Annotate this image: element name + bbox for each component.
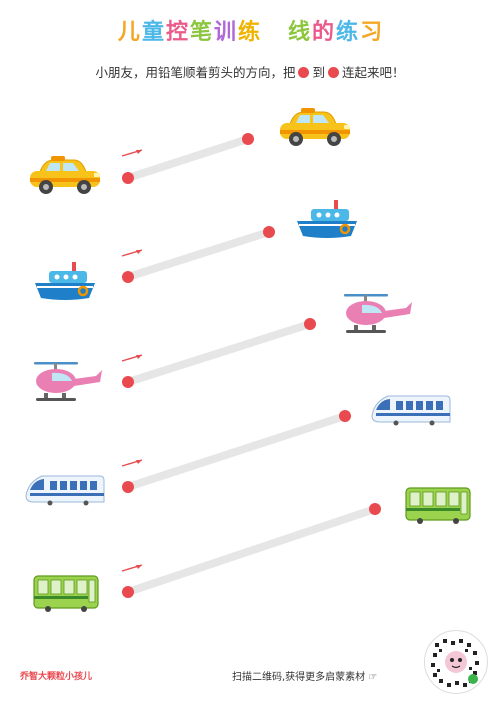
tracing-path[interactable] bbox=[124, 412, 349, 491]
end-dot[interactable] bbox=[242, 133, 254, 145]
taxi-left-icon bbox=[29, 155, 101, 195]
helicopter-left-icon bbox=[34, 362, 102, 401]
title-char: 童 bbox=[141, 20, 164, 45]
direction-arrow-icon bbox=[121, 564, 143, 572]
end-dot[interactable] bbox=[369, 503, 381, 515]
direction-arrow-icon bbox=[121, 249, 143, 257]
title-char: 训 bbox=[213, 20, 236, 45]
instruction-text: 小朋友，用铅笔顺着剪头的方向，把 到 连起来吧！ bbox=[0, 62, 500, 81]
end-dot[interactable] bbox=[263, 226, 275, 238]
start-dot[interactable] bbox=[122, 172, 134, 184]
end-dot[interactable] bbox=[304, 318, 316, 330]
train-right-icon bbox=[371, 395, 451, 426]
row-helicopter bbox=[34, 294, 412, 401]
helicopter-right-icon bbox=[344, 294, 412, 333]
qr-caption: 扫描二维码,获得更多启蒙素材 ☞ bbox=[232, 668, 377, 683]
tracing-path[interactable] bbox=[124, 135, 252, 182]
start-dot[interactable] bbox=[122, 481, 134, 493]
title-char: 儿 bbox=[117, 20, 140, 45]
qr-pattern bbox=[431, 639, 479, 687]
boat-left-icon bbox=[33, 260, 97, 302]
title-char: 线 bbox=[288, 20, 311, 45]
row-taxi bbox=[29, 107, 351, 195]
direction-arrow-icon bbox=[121, 459, 143, 467]
bus-right-icon bbox=[405, 487, 471, 525]
row-boat bbox=[33, 198, 359, 302]
title-char: 习 bbox=[360, 20, 383, 45]
tracing-path[interactable] bbox=[124, 505, 379, 596]
title-char: 笔 bbox=[189, 20, 212, 45]
bus-left-icon bbox=[33, 575, 99, 613]
pointing-hand-icon: ☞ bbox=[368, 672, 378, 683]
brand-footer: 乔智大颗粒小孩儿 bbox=[20, 669, 92, 682]
instruction-part3: 连起来吧！ bbox=[342, 65, 405, 80]
red-dot-icon bbox=[328, 67, 339, 78]
title-char: 的 bbox=[312, 20, 335, 45]
brand-label: 乔智大颗粒小孩儿 bbox=[20, 672, 93, 682]
train-left-icon bbox=[25, 475, 105, 506]
row-train bbox=[25, 395, 451, 506]
title-char: 练 bbox=[238, 20, 261, 45]
qr-code-icon[interactable] bbox=[424, 630, 488, 694]
tracing-path[interactable] bbox=[124, 320, 314, 386]
boat-right-icon bbox=[295, 198, 359, 240]
instruction-part2: 到 bbox=[312, 65, 325, 80]
worksheet-title: 儿童控笔训练线的练习 bbox=[0, 18, 500, 48]
title-char: 控 bbox=[165, 20, 188, 45]
tracing-path[interactable] bbox=[124, 228, 273, 281]
direction-arrow-icon bbox=[121, 149, 143, 157]
direction-arrow-icon bbox=[121, 354, 143, 362]
start-dot[interactable] bbox=[122, 376, 134, 388]
end-dot[interactable] bbox=[339, 410, 351, 422]
row-bus bbox=[33, 487, 471, 613]
start-dot[interactable] bbox=[122, 271, 134, 283]
title-char: 练 bbox=[336, 20, 359, 45]
red-dot-icon bbox=[298, 67, 310, 78]
start-dot[interactable] bbox=[122, 586, 134, 598]
taxi-right-icon bbox=[279, 107, 351, 147]
qr-caption-text: 扫描二维码,获得更多启蒙素材 bbox=[232, 672, 366, 683]
instruction-part1: 小朋友，用铅笔顺着剪头的方向，把 bbox=[95, 65, 296, 80]
